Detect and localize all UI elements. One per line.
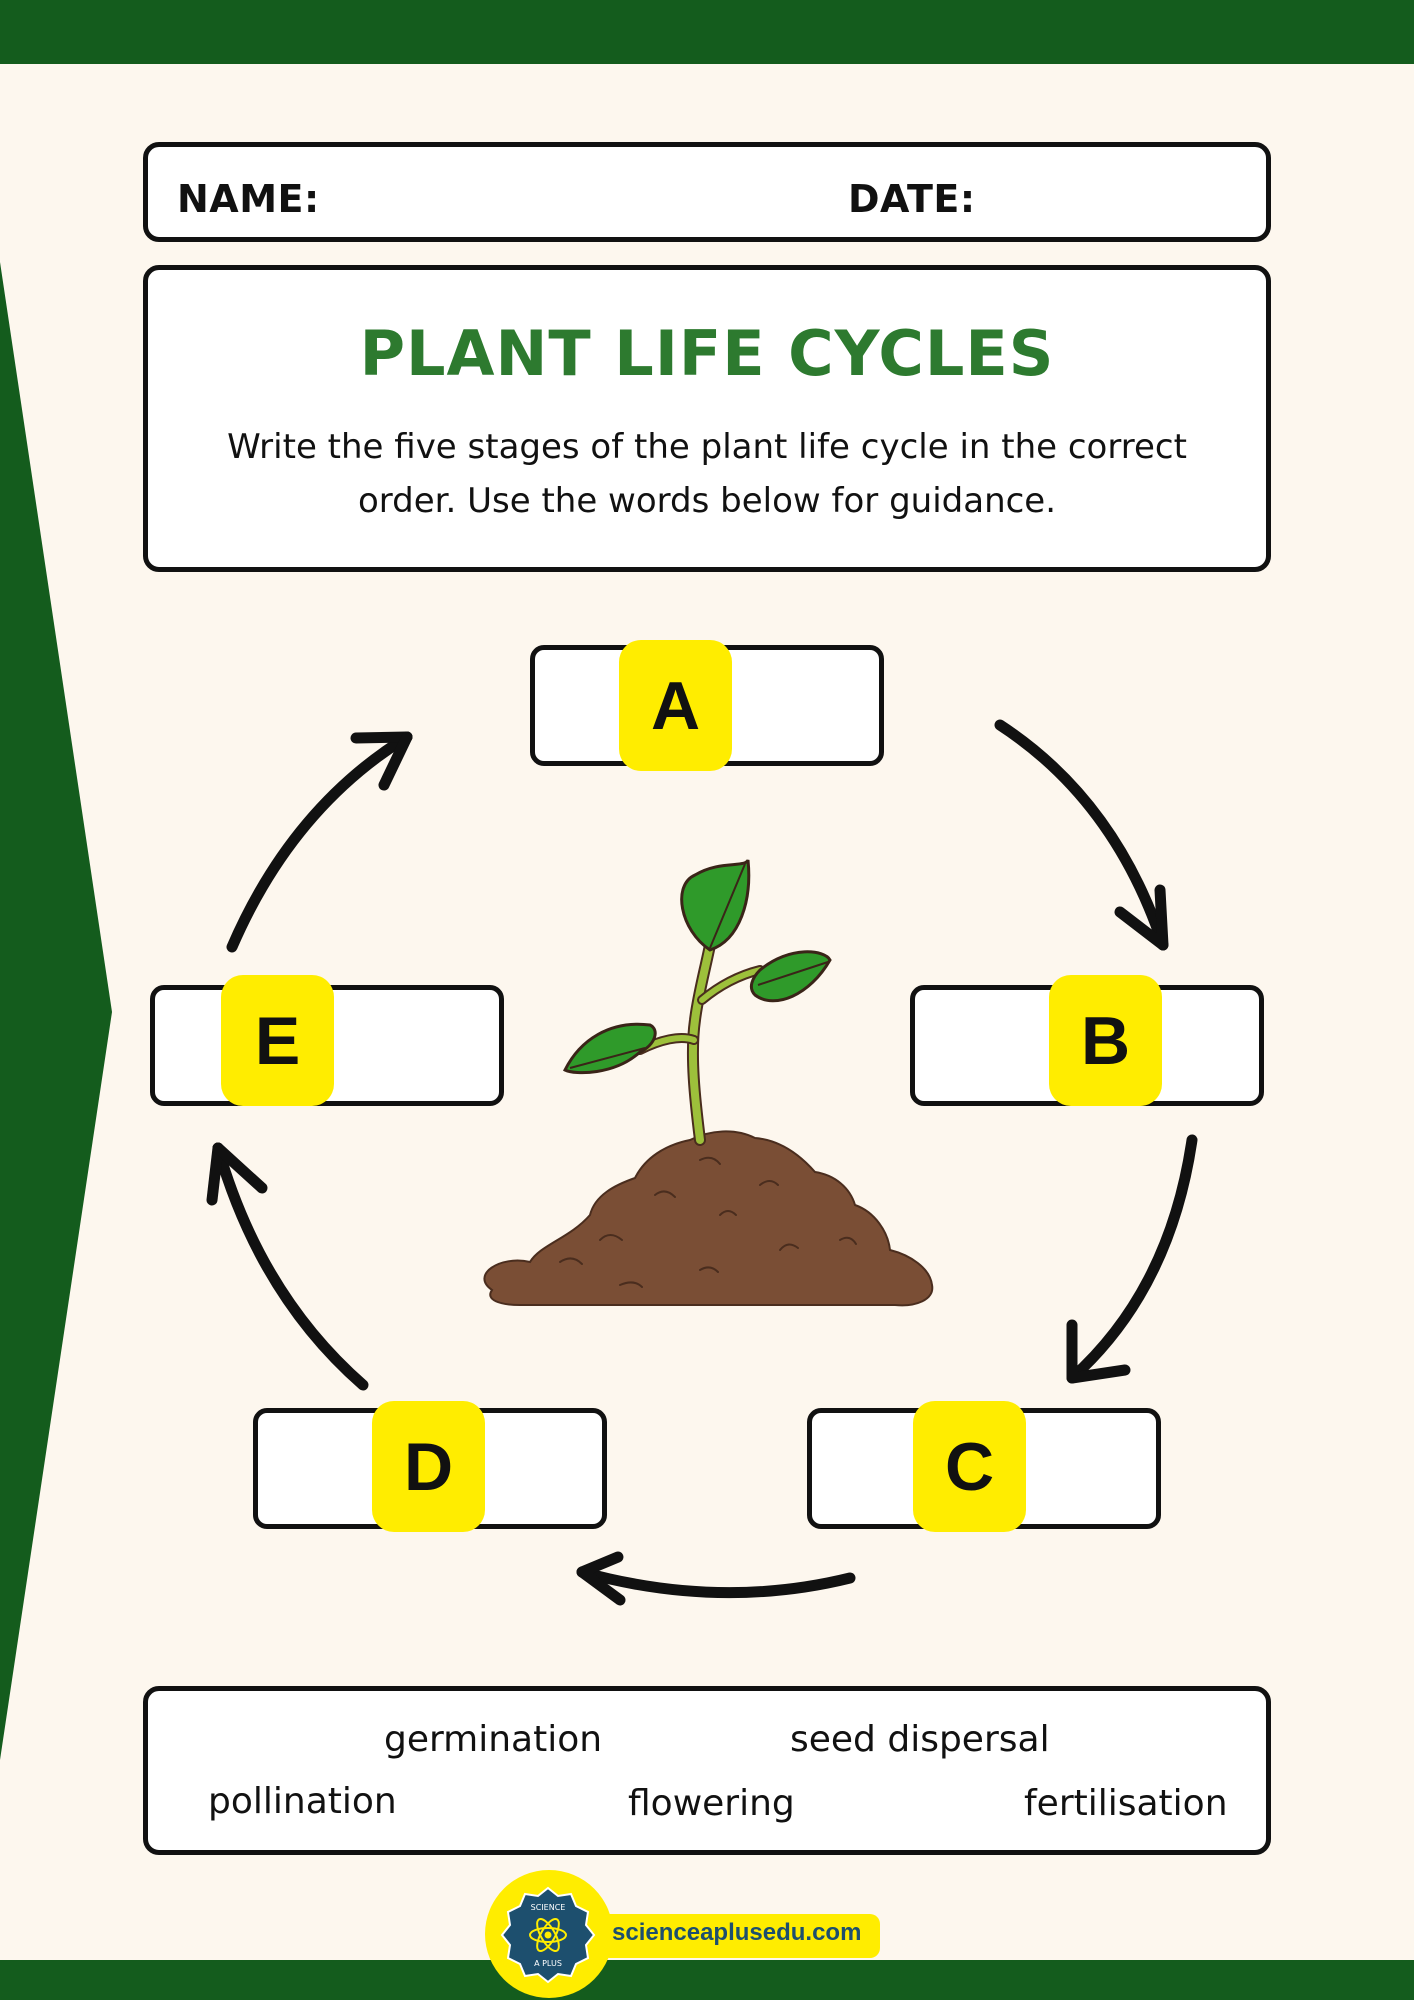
seedling-illustration (483, 859, 934, 1307)
arrow-c-to-d-icon (576, 1551, 856, 1606)
logo-text-top: SCIENCE (531, 1903, 566, 1912)
bottom-banner (0, 1960, 1414, 2000)
stage-a-badge: A (619, 640, 732, 771)
word-bank-item: pollination (208, 1781, 397, 1822)
name-date-box: NAME: DATE: (143, 142, 1271, 242)
worksheet-title: PLANT LIFE CYCLES (359, 317, 1055, 390)
stage-b-badge: B (1049, 975, 1162, 1106)
word-bank-item: seed dispersal (790, 1719, 1050, 1760)
arrow-d-to-e-icon (206, 1142, 369, 1391)
worksheet-instructions: Write the five stages of the plant life … (227, 427, 1187, 521)
word-bank-box: germination seed dispersal pollination f… (143, 1686, 1271, 1855)
top-banner (0, 0, 1414, 64)
arrow-b-to-c-icon (1066, 1134, 1198, 1384)
stage-e-badge: E (221, 975, 334, 1106)
arrow-e-to-a-icon (226, 731, 413, 953)
website-pill (600, 1914, 880, 1958)
website-link[interactable]: scienceaplusedu.com (612, 1919, 862, 1946)
word-bank-item: germination (384, 1719, 603, 1760)
stage-c-badge: C (913, 1401, 1026, 1532)
word-bank-item: fertilisation (1024, 1783, 1228, 1824)
logo-text-bottom: A PLUS (534, 1959, 562, 1968)
name-label: NAME: (177, 177, 320, 221)
science-atom-logo-icon: SCIENCE A PLUS (500, 1886, 596, 1984)
date-label: DATE: (848, 177, 976, 221)
title-box: PLANT LIFE CYCLES Write the five stages … (143, 265, 1271, 572)
arrow-a-to-b-icon (994, 719, 1169, 951)
word-bank-item: flowering (628, 1783, 795, 1824)
stage-d-badge: D (372, 1401, 485, 1532)
